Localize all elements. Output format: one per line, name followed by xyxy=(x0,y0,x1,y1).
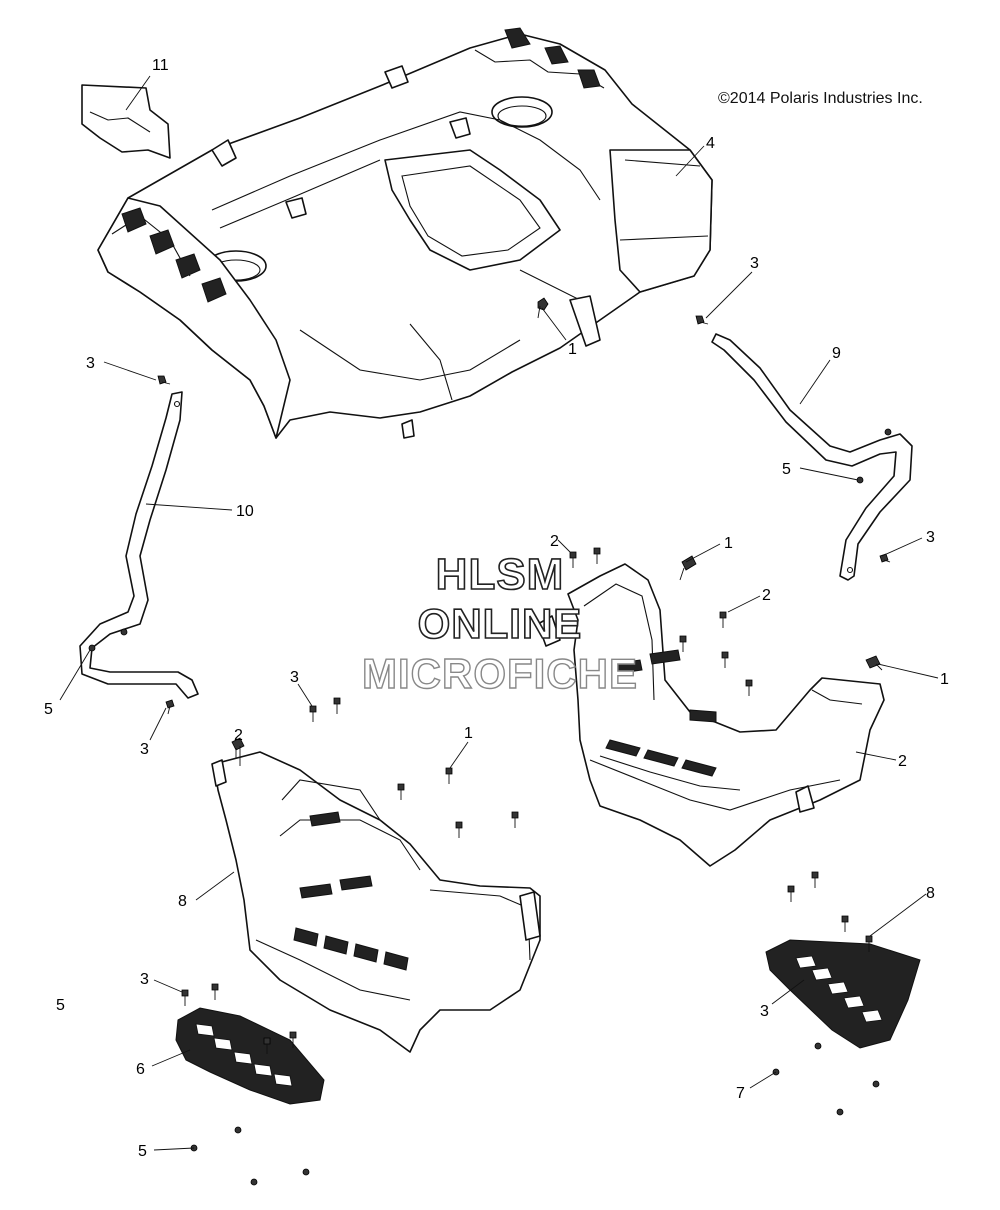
callout-3: 3 xyxy=(760,1003,769,1020)
callout-2: 2 xyxy=(234,727,243,744)
callout-3: 3 xyxy=(140,971,149,988)
callout-3: 3 xyxy=(140,741,149,758)
copyright-notice: ©2014 Polaris Industries Inc. xyxy=(718,90,923,107)
watermark-line-2: ONLINE xyxy=(417,599,583,648)
callout-10: 10 xyxy=(236,503,254,520)
callout-1: 1 xyxy=(724,535,733,552)
part-9-right-grab-bar xyxy=(711,333,913,581)
callout-5: 5 xyxy=(782,461,791,478)
callout-labels: 11 4 1 3 3 9 10 5 3 2 1 3 2 1 5 3 2 1 2 … xyxy=(44,57,949,1160)
callout-2: 2 xyxy=(898,753,907,770)
callout-11: 11 xyxy=(152,57,169,74)
callout-4: 4 xyxy=(706,135,715,152)
callout-3: 3 xyxy=(750,255,759,272)
watermark-line-1: HLSM xyxy=(435,549,565,600)
callout-3: 3 xyxy=(926,529,935,546)
callout-5: 5 xyxy=(44,701,53,718)
callout-8: 8 xyxy=(926,885,935,902)
part-8-left-footwell xyxy=(211,751,541,1053)
callout-8: 8 xyxy=(178,893,187,910)
callout-1: 1 xyxy=(464,725,473,742)
callout-1: 1 xyxy=(940,671,949,688)
part-10-left-grab-bar xyxy=(79,391,199,699)
callout-7: 7 xyxy=(736,1085,745,1102)
callout-5: 5 xyxy=(138,1143,147,1160)
callout-3: 3 xyxy=(290,669,299,686)
callout-1: 1 xyxy=(568,341,577,358)
callout-2: 2 xyxy=(550,533,559,550)
callout-2: 2 xyxy=(762,587,771,604)
part-4-rear-cab xyxy=(97,27,713,439)
callout-9: 9 xyxy=(832,345,841,362)
part-11-heat-shield xyxy=(81,84,171,159)
part-8-right-footwell xyxy=(537,563,885,867)
part-7-left-footrest xyxy=(175,1007,325,1105)
callout-5: 5 xyxy=(56,997,65,1014)
watermark-line-3: MICROFICHE xyxy=(361,649,638,697)
callout-6: 6 xyxy=(136,1061,145,1078)
leader-lines xyxy=(59,75,939,1151)
callout-3: 3 xyxy=(86,355,95,372)
fasteners xyxy=(88,297,892,1186)
part-6-right-footrest xyxy=(765,939,921,1049)
